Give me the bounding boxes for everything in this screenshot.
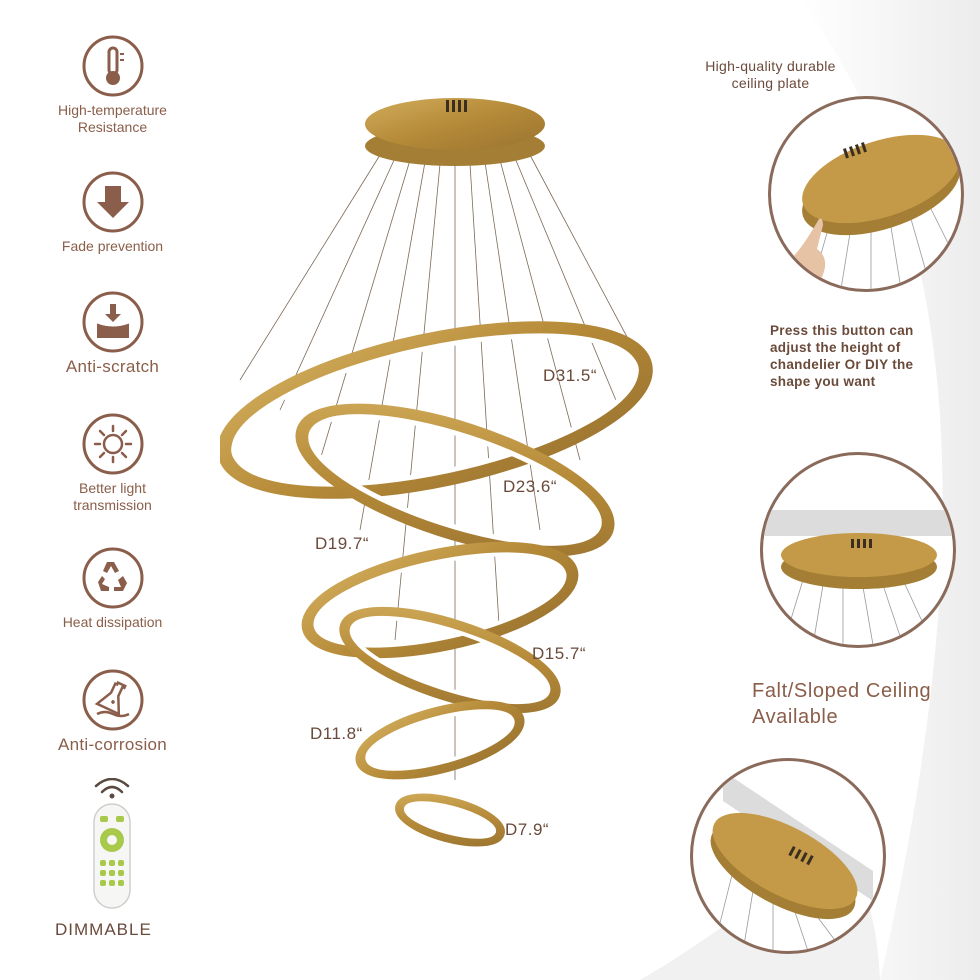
sloped-ceiling-closeup <box>690 758 886 954</box>
thermometer-icon <box>82 35 143 97</box>
feature-light-transmission: Better light transmission <box>30 412 195 514</box>
feature-label: Anti-corrosion <box>57 735 168 754</box>
down-arrow-icon <box>82 171 143 233</box>
dimmable-label: DIMMABLE <box>55 920 152 939</box>
sloped-ceiling-photo <box>710 771 873 951</box>
feature-high-temperature: High-temperature Resistance <box>30 34 195 136</box>
sun-icon <box>82 413 143 475</box>
dimension-label: D19.7“ <box>315 534 370 553</box>
ceiling-caption: Falt/Sloped Ceiling Available <box>752 680 932 728</box>
feature-label: Better light transmission <box>73 480 152 513</box>
flask-icon <box>82 669 143 731</box>
dimension-label: D15.7“ <box>532 644 587 663</box>
feature-label: Anti-scratch <box>65 357 160 376</box>
dimension-label: D23.6“ <box>503 477 558 496</box>
recycle-icon <box>82 547 143 609</box>
button-caption: Press this button can adjust the height … <box>770 323 914 389</box>
feature-anti-scratch: Anti-scratch <box>30 290 195 375</box>
dimension-label: D7.9“ <box>505 820 550 839</box>
feature-label: Heat dissipation <box>62 614 163 630</box>
feature-heat-dissipation: Heat dissipation <box>30 546 195 631</box>
feature-fade-prevention: Fade prevention <box>30 170 195 255</box>
ceiling-plate-closeup <box>768 96 964 292</box>
ceiling-plate-photo <box>781 134 961 289</box>
feature-label: High-temperature Resistance <box>58 102 167 135</box>
dimension-label: D11.8“ <box>310 724 363 743</box>
remote-control-icon <box>93 778 131 909</box>
plate-caption: High-quality durable ceiling plate <box>705 58 836 91</box>
feature-label: Fade prevention <box>61 238 164 254</box>
flat-ceiling-photo <box>763 510 953 645</box>
chandelier-image <box>220 98 653 847</box>
dimension-label: D31.5“ <box>543 366 598 385</box>
anti-scratch-icon <box>82 291 143 353</box>
feature-anti-corrosion: Anti-corrosion <box>30 668 195 753</box>
flat-ceiling-closeup <box>760 452 956 648</box>
